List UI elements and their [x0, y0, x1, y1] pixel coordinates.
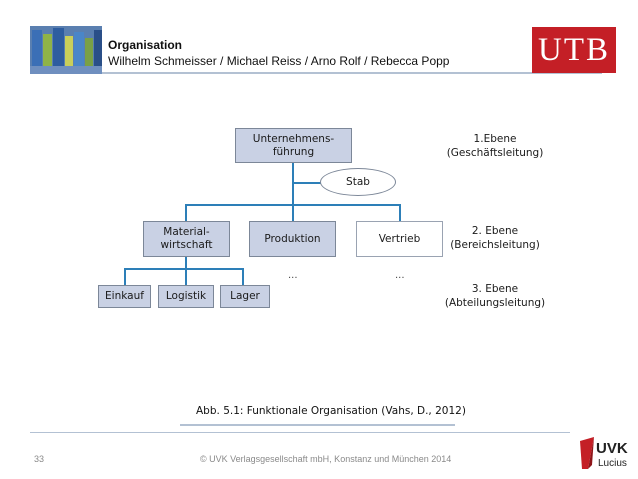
level-2-label: 2. Ebene (Bereichsleitung) — [450, 225, 540, 251]
uvk-logo-text: UVK — [596, 440, 628, 457]
lucius-logo-text: Lucius — [598, 458, 627, 469]
ellipsis-vertrieb: ... — [395, 270, 405, 281]
ellipsis-produktion: ... — [288, 270, 298, 281]
connector-lager-drop — [242, 268, 244, 285]
staff-ellipse: Stab — [320, 168, 396, 196]
connector-material-drop — [185, 204, 187, 222]
box-materialwirtschaft: Material- wirtschaft — [143, 221, 230, 257]
connector-material-down — [185, 256, 187, 270]
box-logistik: Logistik — [158, 285, 214, 308]
caption-divider — [180, 424, 455, 426]
connector-einkauf-drop — [124, 268, 126, 285]
uvk-lucius-logo — [580, 437, 594, 469]
box-lager: Lager — [220, 285, 270, 308]
level-3-label: 3. Ebene (Abteilungsleitung) — [444, 283, 546, 309]
box-unternehmensfuehrung: Unternehmens- führung — [235, 128, 352, 163]
connector-logistik-drop — [185, 268, 187, 285]
book-cover-logo — [30, 26, 102, 74]
footer-divider — [30, 432, 570, 433]
box-produktion: Produktion — [249, 221, 336, 257]
presentation-title: Organisation — [108, 38, 183, 52]
connector-level3-horizontal — [124, 268, 244, 270]
authors: Wilhelm Schmeisser / Michael Reiss / Arn… — [108, 54, 450, 68]
copyright-notice: © UVK Verlagsgesellschaft mbH, Konstanz … — [200, 454, 452, 464]
connector-vertrieb-drop — [399, 204, 401, 222]
box-vertrieb: Vertrieb — [356, 221, 443, 257]
connector-produktion-drop — [292, 204, 294, 222]
header-divider — [102, 72, 602, 74]
level-1-label: 1.Ebene (Geschäftsleitung) — [446, 133, 544, 159]
utb-logo: UTB — [532, 27, 616, 73]
figure-caption: Abb. 5.1: Funktionale Organisation (Vahs… — [196, 405, 466, 417]
connector-staff-horizontal — [292, 182, 321, 184]
box-einkauf: Einkauf — [98, 285, 151, 308]
page-number: 33 — [34, 454, 45, 464]
